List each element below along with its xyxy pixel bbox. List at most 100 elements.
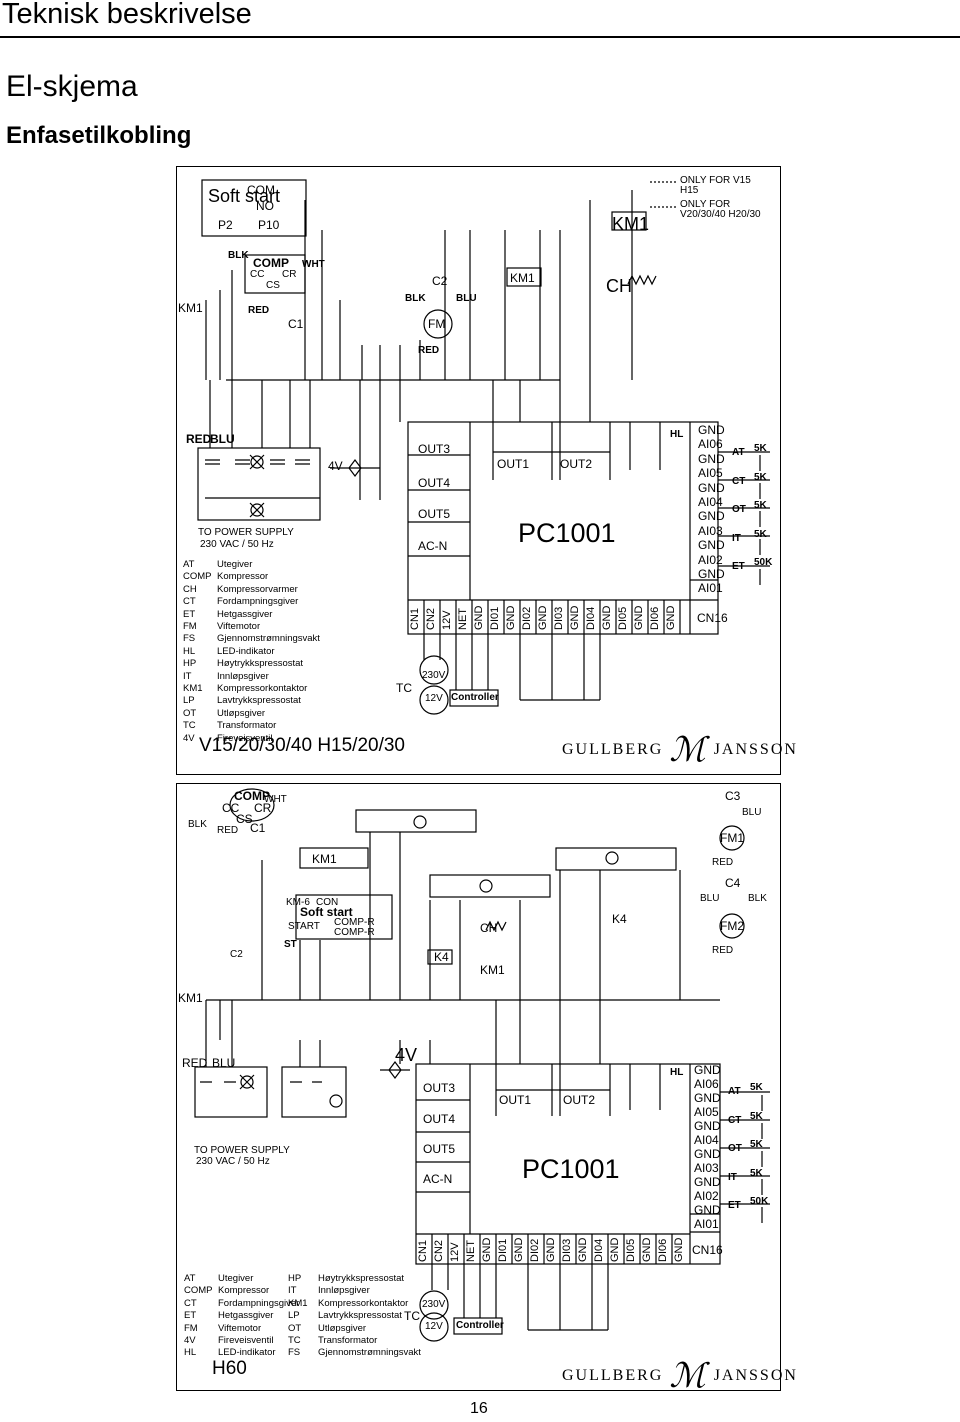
ai-pin-label: GND bbox=[694, 1119, 721, 1133]
legend-desc: LED-indikator bbox=[217, 645, 275, 657]
fm-label: FM bbox=[428, 317, 446, 331]
red-bottom-term-label: RED bbox=[182, 1056, 208, 1070]
brand-right: JANSSON bbox=[713, 741, 798, 758]
out3-label: OUT3 bbox=[418, 442, 451, 456]
blk-bottom-label: BLK bbox=[188, 819, 207, 830]
cn16-label: CN16 bbox=[697, 611, 728, 625]
km1-bottom-label: KM1 bbox=[312, 852, 337, 866]
sensor-code: OT bbox=[732, 504, 746, 515]
legend-desc: Fireveisventil bbox=[217, 732, 273, 744]
bottom-pin-label: DI05 bbox=[625, 1238, 637, 1262]
tc-label: TC bbox=[396, 681, 412, 695]
12v-label: 12V bbox=[425, 693, 443, 704]
tc-bottom-label: TC bbox=[404, 1309, 420, 1323]
ai-pin-label: AI06 bbox=[694, 1077, 719, 1091]
con-label: CON bbox=[316, 897, 339, 908]
red-bottom-label: RED bbox=[217, 825, 239, 836]
legend-code: CT bbox=[184, 1297, 197, 1309]
cr-label: CR bbox=[282, 269, 297, 280]
sensor-value: 50K bbox=[754, 557, 773, 568]
legend-desc: Innløpsgiver bbox=[217, 670, 269, 682]
bottom-pin-label: NET bbox=[465, 1240, 477, 1262]
p10-label: P10 bbox=[258, 218, 280, 232]
ai-pin-label: AI04 bbox=[698, 495, 723, 509]
blu-bottom-term-label: BLU bbox=[212, 1056, 236, 1070]
legend-desc: Utløpsgiver bbox=[318, 1322, 367, 1334]
legend-desc: Fireveisventil bbox=[218, 1335, 274, 1347]
legend-code: CT bbox=[183, 596, 196, 608]
legend-code: 4V bbox=[183, 732, 195, 744]
blu-c3-label: BLU bbox=[742, 807, 762, 818]
sensor-code: AT bbox=[728, 1086, 741, 1097]
230v-label: 230V bbox=[422, 670, 446, 681]
legend-code: KM1 bbox=[288, 1297, 308, 1309]
blk-fm-label: BLK bbox=[405, 293, 426, 304]
legend-code: LP bbox=[288, 1310, 300, 1322]
blu-term-label: BLU bbox=[210, 432, 235, 446]
legend-desc: Transformator bbox=[318, 1335, 378, 1347]
km6-label: KM-6 bbox=[286, 897, 310, 908]
cc-label: CC bbox=[250, 269, 265, 280]
red-fm1-label: RED bbox=[712, 857, 734, 868]
legend-code: OT bbox=[183, 707, 197, 719]
bottom-pin-label: GND bbox=[505, 605, 517, 630]
sensor-value: 50K bbox=[750, 1196, 769, 1207]
brand-right-bottom: JANSSON bbox=[713, 1367, 798, 1384]
bottom-pin-label: DI01 bbox=[489, 606, 501, 630]
bottom-pin-label: DI03 bbox=[553, 606, 565, 630]
brand-logo-bottom: GULLBERG ℳ JANSSON bbox=[562, 1356, 798, 1396]
red-fm-label: RED bbox=[418, 345, 440, 356]
legend-desc: Fordampningsgiver bbox=[217, 596, 299, 608]
blu-fm-label: BLU bbox=[456, 293, 477, 304]
legend-desc: Fordampningsgiver bbox=[218, 1297, 300, 1309]
red-wire-label: RED bbox=[248, 305, 270, 316]
st-label: ST bbox=[284, 939, 297, 950]
legend-desc: LED-indikator bbox=[218, 1347, 276, 1359]
bottom-pin-label: GND bbox=[673, 1237, 685, 1262]
legend-desc: Hetgassgiver bbox=[217, 608, 273, 620]
legend-code: FS bbox=[288, 1347, 301, 1359]
comp-bottom-label: COMP bbox=[234, 789, 270, 803]
page-header: Teknisk beskrivelse bbox=[0, 0, 960, 38]
model-label-top: V15/20/30/40 H15/20/30 bbox=[199, 735, 406, 756]
bottom-pin-label: DI01 bbox=[497, 1238, 509, 1262]
legend-code: TC bbox=[183, 720, 196, 732]
bottom-pin-label: GND bbox=[473, 605, 485, 630]
out5-label: OUT5 bbox=[418, 507, 451, 521]
cc-bottom-label: CC bbox=[222, 801, 240, 815]
bottom-pin-label: DI05 bbox=[617, 606, 629, 630]
only-for-v15-label: ONLY FOR V15 H15 bbox=[680, 175, 751, 196]
power-rating-label: 230 VAC / 50 Hz bbox=[200, 539, 274, 550]
legend-code: FM bbox=[184, 1322, 198, 1334]
power-supply-bottom-label: TO POWER SUPPLY bbox=[194, 1145, 290, 1156]
4v-coil-label: 4V bbox=[328, 459, 343, 473]
legend-code: HP bbox=[288, 1273, 302, 1284]
legend-row: CT Fordampningsgiver bbox=[183, 596, 320, 608]
out1-bottom-label: OUT1 bbox=[499, 1093, 532, 1107]
ai-pin-label: GND bbox=[698, 423, 725, 437]
soft-start-bottom-label: Soft start bbox=[300, 905, 353, 919]
wht-bottom-label: WHT bbox=[264, 794, 287, 805]
cs-label: CS bbox=[266, 280, 280, 291]
cr-bottom-label: CR bbox=[254, 801, 272, 815]
bottom-pin-label: DI04 bbox=[585, 606, 597, 630]
only-for-v20-label: ONLY FOR V20/30/40 H20/30 bbox=[680, 199, 761, 220]
legend-code: IT bbox=[288, 1285, 297, 1297]
sensor-value: 5K bbox=[750, 1082, 763, 1093]
km1-top-label: KM1 bbox=[612, 214, 650, 234]
bottom-pin-label: CN2 bbox=[425, 607, 437, 630]
brand-monogram: ℳ bbox=[669, 730, 708, 770]
legend-code: FS bbox=[183, 633, 196, 645]
bottom-pin-label: CN1 bbox=[409, 607, 421, 630]
section-subtitle: Enfasetilkobling bbox=[6, 122, 192, 149]
